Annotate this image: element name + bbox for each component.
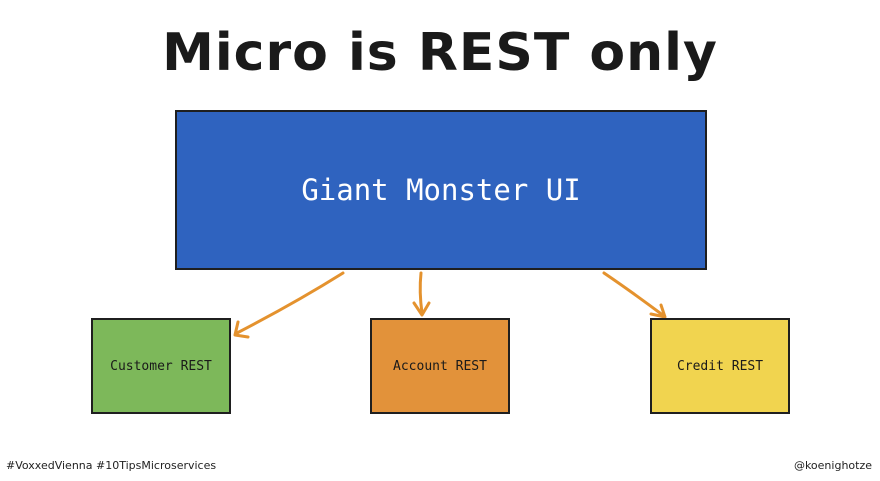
footer-hashtags: #VoxxedVienna #10TipsMicroservices — [6, 459, 217, 472]
arrow-to-credit-head — [649, 303, 667, 319]
account-rest-label: Account REST — [393, 358, 487, 374]
account-rest-box: Account REST — [370, 318, 510, 414]
slide-title: Micro is REST only — [162, 23, 718, 83]
arrow-to-account-head — [412, 301, 431, 317]
arrow-to-account — [418, 271, 424, 315]
giant-monster-ui-label: Giant Monster UI — [301, 173, 581, 207]
credit-rest-box: Credit REST — [650, 318, 790, 414]
arrow-to-customer-head — [233, 320, 250, 339]
giant-monster-ui-box: Giant Monster UI — [175, 110, 707, 270]
footer-handle: @koenighotze — [793, 459, 872, 472]
credit-rest-label: Credit REST — [676, 358, 764, 374]
customer-rest-box: Customer REST — [91, 318, 231, 414]
customer-rest-label: Customer REST — [110, 358, 212, 374]
arrow-to-credit — [602, 271, 666, 318]
arrow-to-customer — [235, 271, 345, 335]
